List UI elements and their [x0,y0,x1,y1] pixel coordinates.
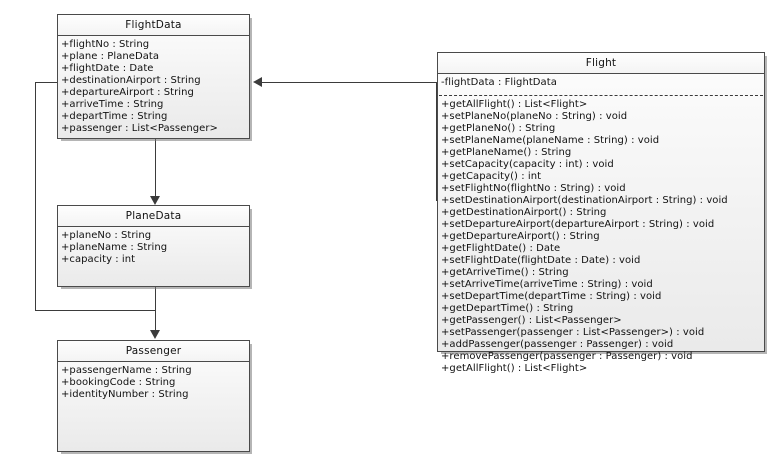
method-row: +getPassenger() : List<Passenger> [441,315,622,326]
class-attributes-passenger: +passengerName : String +bookingCode : S… [58,362,249,404]
attribute-row: +passenger : List<Passenger> [61,123,218,134]
arrowhead-into-planedata [150,196,160,205]
method-row: +getArriveTime() : String [441,267,569,278]
method-row: +getDestinationAirport() : String [441,207,607,218]
connector-flight-to-flightdata-vertical [436,82,437,200]
attribute-row: +planeNo : String [61,230,152,241]
class-box-flightdata[interactable]: FlightData +flightNo : String +plane : P… [57,14,250,139]
class-attributes-flight: -flightData : FlightData [438,74,764,92]
attribute-row: +flightNo : String [61,39,150,50]
attribute-row: +arriveTime : String [61,99,164,110]
attribute-row: +departureAirport : String [61,87,194,98]
connector-flightdata-to-passenger-top [35,82,58,83]
method-row: +getFlightDate() : Date [441,243,561,254]
method-row: +setPassenger(passenger : List<Passenger… [441,327,705,338]
arrowhead-into-passenger [150,330,160,339]
attribute-row: +plane : PlaneData [61,51,160,62]
method-row: +getPlaneNo() : String [441,123,556,134]
class-attributes-planedata: +planeNo : String +planeName : String +c… [58,227,249,269]
connector-flightdata-to-planedata-vertical [155,139,156,197]
attribute-row: +bookingCode : String [61,377,176,388]
class-title-flightdata: FlightData [58,15,249,36]
attribute-row: +capacity : int [61,254,136,265]
attribute-row: +destinationAirport : String [61,75,201,86]
class-attributes-flightdata: +flightNo : String +plane : PlaneData +f… [58,36,249,138]
class-box-passenger[interactable]: Passenger +passengerName : String +booki… [57,340,250,452]
attribute-row: +departTime : String [61,111,168,122]
class-box-flight[interactable]: Flight -flightData : FlightData +getAllF… [437,52,765,374]
attribute-row: -flightData : FlightData [441,77,557,88]
method-row: +removePassenger(passenger : Passenger) … [441,351,693,362]
method-row: +getAllFlight() : List<Flight> [441,363,588,374]
attribute-row: +passengerName : String [61,365,192,376]
connector-flightdata-to-passenger-bottom [35,310,156,311]
method-row: +setDepartureAirport(departureAirport : … [441,219,715,230]
attribute-method-separator [439,95,763,96]
method-row: +getDepartureAirport() : String [441,231,600,242]
method-row: +getAllFlight() : List<Flight> [441,99,588,110]
class-methods-flight: +getAllFlight() : List<Flight> +setPlane… [438,99,764,378]
method-row: +setDepartTime(departTime : String) : vo… [441,291,662,302]
method-row: +setDestinationAirport(destinationAirpor… [441,195,728,206]
class-box-planedata[interactable]: PlaneData +planeNo : String +planeName :… [57,205,250,287]
method-row: +setFlightDate(flightDate : Date) : void [441,255,641,266]
attribute-row: +flightDate : Date [61,63,154,74]
method-row: +setFlightNo(flightNo : String) : void [441,183,626,194]
class-title-planedata: PlaneData [58,206,249,227]
arrowhead-into-flightdata [253,77,262,87]
method-row: +getPlaneName() : String [441,147,572,158]
class-title-flight: Flight [438,53,764,74]
method-row: +getCapacity() : int [441,171,542,182]
method-row: +setCapacity(capacity : int) : void [441,159,614,170]
attribute-row: +planeName : String [61,242,168,253]
class-title-passenger: Passenger [58,341,249,362]
method-row: +setArriveTime(arriveTime : String) : vo… [441,279,653,290]
connector-flight-to-flightdata-horizontal [262,82,437,83]
method-row: +setPlaneNo(planeNo : String) : void [441,111,628,122]
method-row: +getDepartTime() : String [441,303,574,314]
connector-flightdata-to-passenger-left [35,82,36,311]
method-row: +addPassenger(passenger : Passenger) : v… [441,339,674,350]
attribute-row: +identityNumber : String [61,389,189,400]
method-row: +setPlaneName(planeName : String) : void [441,135,660,146]
